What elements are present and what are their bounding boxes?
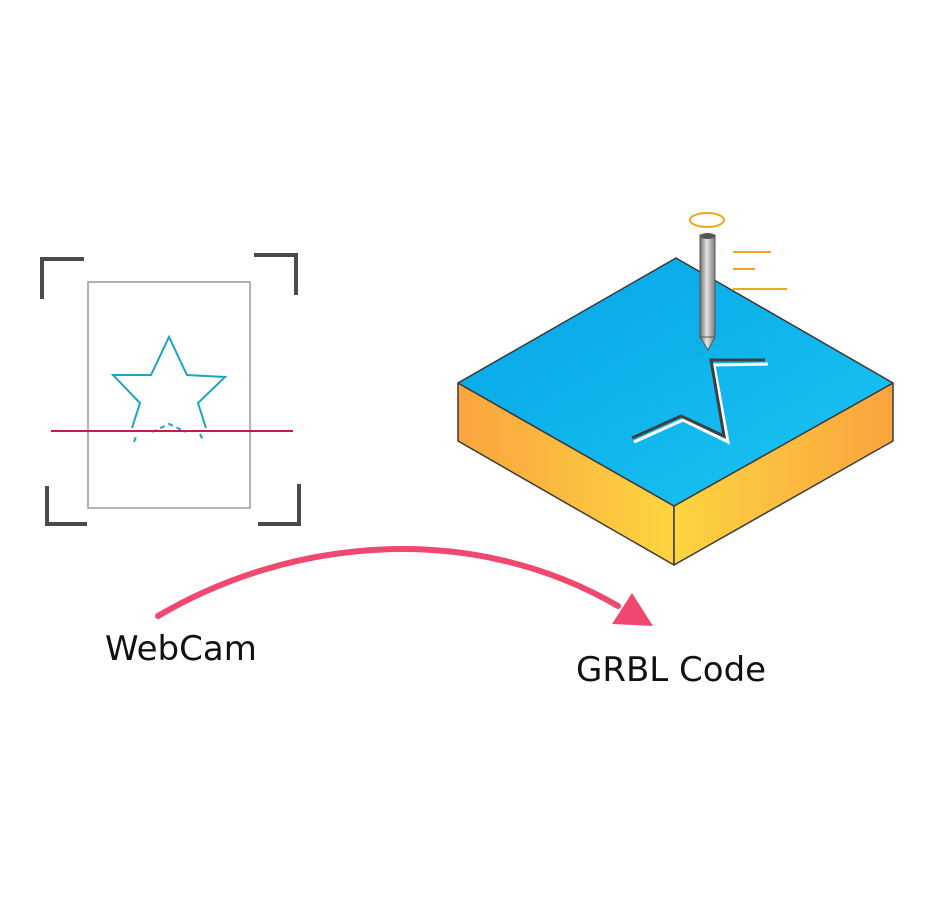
cnc-spindle-tool — [689, 212, 787, 352]
corner-top-right — [254, 253, 298, 295]
corner-top-left — [40, 257, 84, 299]
block-top — [457, 257, 894, 507]
cutting-sparks — [693, 339, 721, 359]
engraved-path — [631, 358, 765, 440]
scanned-paper — [87, 281, 251, 509]
engraved-path-highlight — [633, 362, 769, 445]
webcam-label: WebCam — [105, 629, 257, 669]
conversion-arrow — [155, 546, 653, 626]
corner-bottom-right — [258, 484, 301, 526]
arrow-curve — [155, 546, 621, 619]
cnc-workpiece — [457, 257, 894, 566]
star-outline-lower — [133, 422, 205, 443]
spindle-bit-top — [700, 233, 715, 239]
grbl-code-label: GRBL Code — [576, 650, 767, 690]
webcam-viewfinder — [40, 253, 301, 526]
corner-bottom-left — [45, 486, 87, 526]
spindle-bit — [699, 234, 716, 338]
motion-lines-icon — [733, 251, 787, 290]
arrow-head — [612, 593, 653, 626]
star-outline-upper — [110, 334, 228, 429]
rotation-indicator-icon — [689, 212, 725, 228]
viewfinder-corners — [40, 253, 301, 526]
spindle-bit-tip — [699, 336, 716, 352]
